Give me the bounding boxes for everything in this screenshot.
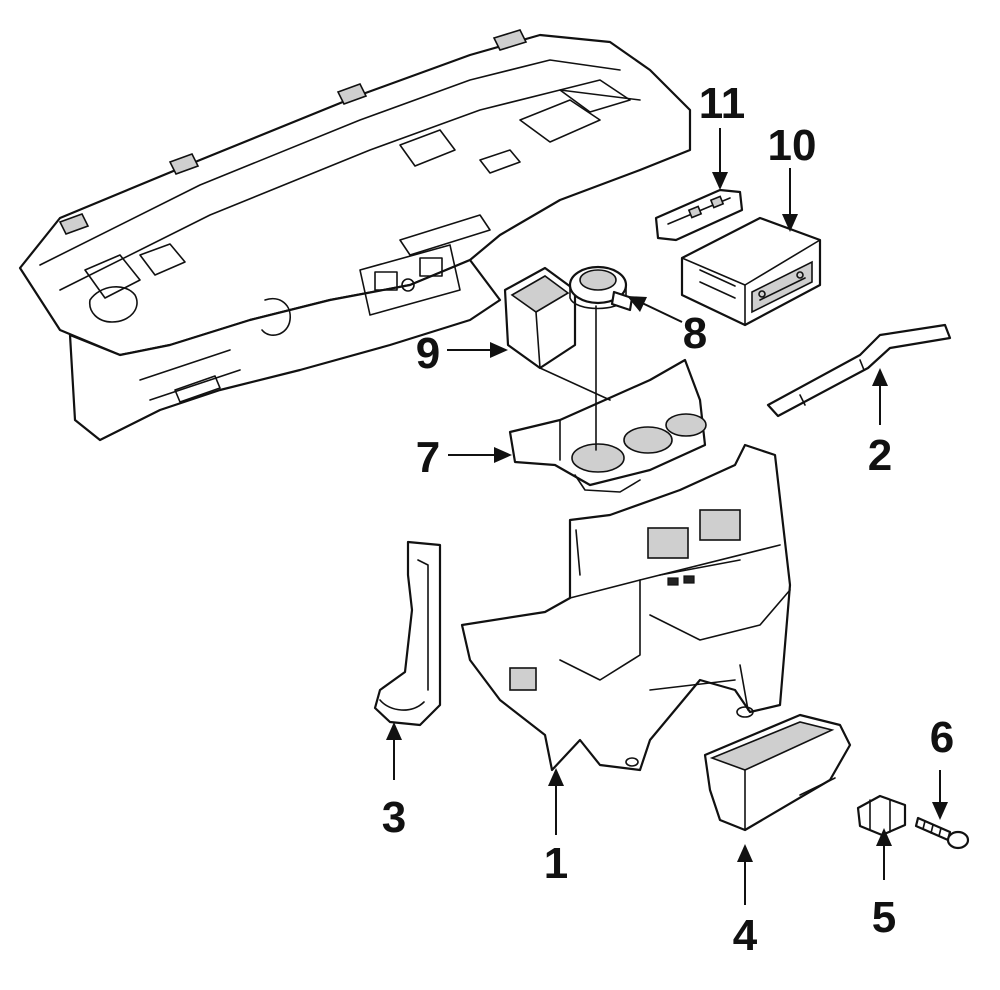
callout-labels: 1 2 3 4 5 6 7 8 9 10 11 <box>382 79 954 960</box>
instrument-panel <box>18 29 692 442</box>
part-5-clip <box>856 794 907 837</box>
callout-10: 10 <box>768 121 817 170</box>
part-3-side-panel <box>373 540 442 727</box>
callout-9: 9 <box>416 329 440 378</box>
callout-3: 3 <box>382 793 406 842</box>
callout-4: 4 <box>733 911 758 960</box>
part-8-cup-holder <box>568 265 634 312</box>
leader-lines <box>386 128 948 905</box>
callout-8: 8 <box>683 309 707 358</box>
part-9-ashtray <box>503 266 577 370</box>
callout-5: 5 <box>872 893 896 942</box>
callout-2: 2 <box>868 431 892 480</box>
part-11-bracket <box>654 188 744 242</box>
callout-11: 11 <box>699 79 746 128</box>
part-7-console-tray <box>508 358 707 493</box>
part-4-storage-box <box>703 713 852 832</box>
part-1-console <box>460 443 792 772</box>
callout-1: 1 <box>544 839 568 888</box>
part-10-radio <box>680 216 822 327</box>
part-2-bar <box>766 323 952 418</box>
callout-7: 7 <box>416 433 440 482</box>
callout-6: 6 <box>930 713 954 762</box>
part-6-screw <box>914 816 970 850</box>
